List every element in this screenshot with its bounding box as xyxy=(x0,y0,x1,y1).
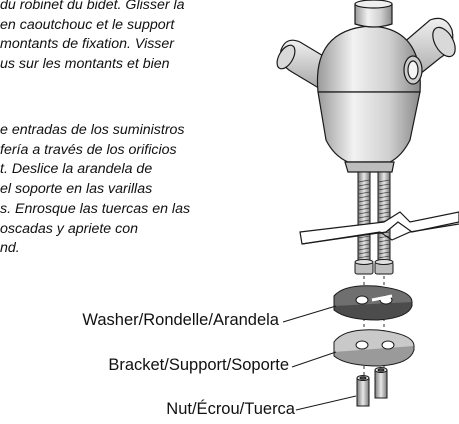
nut-leader-line xyxy=(295,395,357,411)
spanish-line-6: oscadas y apriete con xyxy=(0,220,139,237)
spanish-line-4: el soporte en las varillas xyxy=(0,181,153,198)
nuts xyxy=(356,367,388,407)
spanish-line-7: nd. xyxy=(0,240,20,257)
nut-label: Nut/Écrou/Tuerca xyxy=(166,400,295,418)
spanish-instructions: e entradas de los suministros fería a tr… xyxy=(0,121,190,259)
spanish-line-5: s. Enrosque las tuercas en las xyxy=(0,200,191,217)
washer xyxy=(333,285,413,321)
leader-lines xyxy=(282,305,357,411)
bracket-label: Bracket/Support/Soporte xyxy=(108,356,289,374)
supply-nuts xyxy=(354,259,394,275)
bracket-leader-line xyxy=(291,351,337,368)
french-line-4: us sur les montants et bien xyxy=(0,56,170,73)
spanish-line-1: e entradas de los suministros xyxy=(0,122,185,138)
spanish-line-3: t. Deslice la arandela de xyxy=(0,161,153,178)
countertop xyxy=(299,211,459,245)
spanish-line-2: fería a través de los orificios xyxy=(0,141,177,158)
bracket xyxy=(333,329,415,367)
mounting-studs xyxy=(357,171,391,269)
french-line-1: du robinet du bidet. Glisser la xyxy=(0,0,185,13)
french-instructions: du robinet du bidet. Glisser la en caout… xyxy=(0,0,185,75)
washer-label: Washer/Rondelle/Arandela xyxy=(82,311,279,329)
french-line-3: montants de fixation. Visser xyxy=(0,36,175,53)
faucet-body xyxy=(276,0,456,173)
french-line-2: en caoutchouc et le support xyxy=(0,16,175,33)
washer-leader-line xyxy=(282,305,337,323)
